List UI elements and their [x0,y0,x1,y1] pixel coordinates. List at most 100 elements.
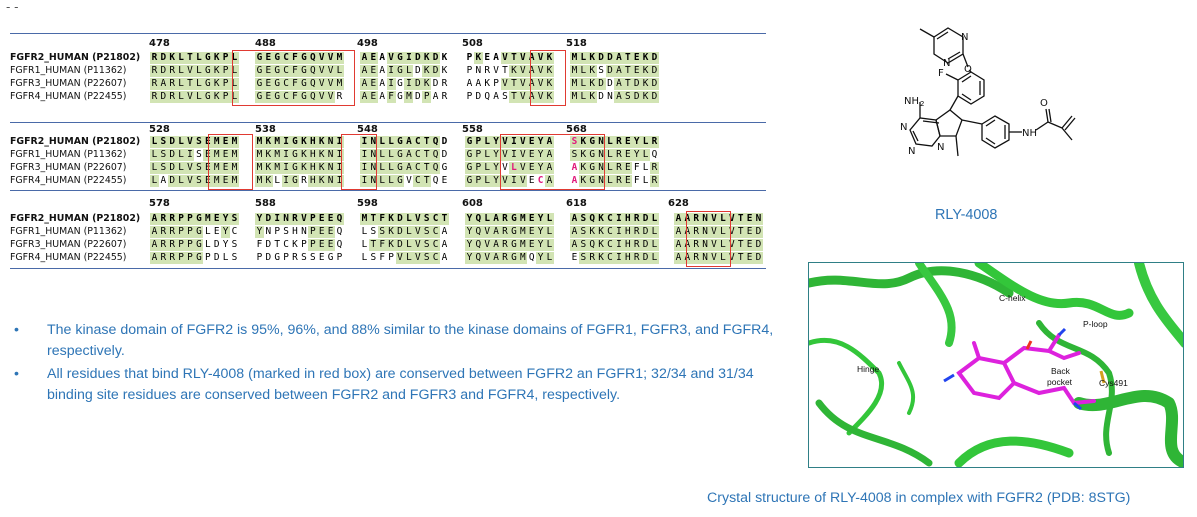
residue: I [281,162,291,174]
residue: K [422,65,432,77]
residue: L [230,78,239,90]
residue: A [674,213,683,225]
residue: E [263,78,273,90]
residue: L [377,136,387,148]
residue: R [301,175,307,186]
residue: P [308,239,318,251]
residue: L [650,213,659,225]
residue: C [413,175,423,187]
residue: D [650,52,659,64]
residue: Y [221,226,231,238]
residue: Y [536,162,546,174]
residue: K [441,65,448,76]
residue: F [377,239,387,251]
residue: L [176,91,186,103]
residue: D [167,149,177,161]
residue: L [545,239,554,251]
residue: H [308,162,318,174]
residue: L [176,162,186,174]
residue: R [484,65,491,76]
residue: L [404,213,414,225]
residue: D [632,78,642,90]
residue: L [230,52,239,64]
alignment-rule [10,122,766,123]
residue: Y [536,252,546,264]
residue: E [745,239,755,251]
residue: V [536,52,546,64]
residue: G [274,252,281,263]
residue: K [263,136,273,148]
residue: P [336,252,343,263]
residue: L [194,52,204,64]
residue: I [272,213,282,225]
residue: M [255,136,264,148]
residue: D [213,239,220,250]
residue: R [500,252,510,264]
residue: E [484,52,491,63]
residue: K [299,162,309,174]
residue: E [527,239,537,251]
residue: I [614,252,624,264]
residue: C [413,162,423,174]
residue: V [326,78,336,90]
residue: R [158,252,168,264]
residue: Q [528,252,535,263]
residue: L [176,65,186,77]
residue: E [221,149,231,161]
residue-number: 538 [255,124,276,135]
residue: L [605,149,615,161]
residue: G [194,226,204,238]
residue: T [440,213,449,225]
residue: V [413,252,423,264]
residue: K [212,91,222,103]
residue: V [317,91,327,103]
residue: K [386,226,396,238]
residue: T [422,136,432,148]
residue: T [509,78,519,90]
residue: Y [465,252,474,264]
residue: G [395,52,405,64]
residue: V [493,65,499,76]
residue: L [377,175,387,187]
residue: I [360,136,369,148]
residue: M [203,213,213,225]
residue: K [167,52,177,64]
crystal-structure-image: C-helix P-loop Hinge Back pocket Cys491 [808,262,1184,468]
bullet-conservation: • All residues that bind RLY-4008 (marke… [14,364,774,406]
residue: R [167,78,177,90]
residue: S [578,226,588,238]
residue: G [587,136,597,148]
residue: A [491,226,501,238]
residue: L [718,252,728,264]
residue: E [527,162,537,174]
residue: L [176,136,186,148]
residue: A [682,239,692,251]
residue: E [221,136,231,148]
residue: A [379,65,386,76]
residue: C [283,239,289,250]
residue: D [395,226,405,238]
corner-mark: - - [6,0,19,14]
residue: I [509,149,519,161]
residue: G [587,149,597,161]
residue: S [194,136,204,148]
residue: R [632,252,642,264]
residue: N [368,136,378,148]
residue: M [212,175,222,187]
